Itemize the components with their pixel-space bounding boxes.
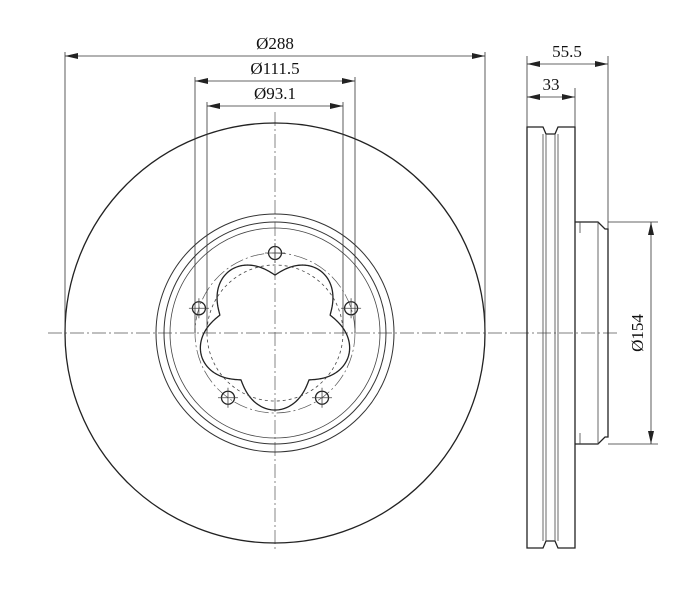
side-view-hat [575,221,609,445]
front-view [48,112,515,552]
total-height-label: 55.5 [552,42,582,61]
dimension-bolt-circle: Ø111.5 [194,59,356,333]
dimension-total-height: 55.5 [526,42,609,229]
dimension-disc-thickness: 33 [527,75,576,127]
center-bore-outline [199,264,351,411]
hat-inner-ring [163,221,387,445]
side-view [515,126,620,549]
hat-step-ring [169,227,381,439]
dimension-outer-diameter: Ø288 [64,34,486,333]
hat-outer-ring [155,213,395,453]
hat-diameter-label: Ø154 [628,314,647,352]
side-view-friction-ring [526,126,576,549]
bolt-holes [188,243,362,408]
outer-diameter-label: Ø288 [256,34,294,53]
disc-thickness-label: 33 [543,75,560,94]
dimension-hat-diameter: Ø154 [608,221,658,445]
bolt-circle-label: Ø111.5 [250,59,299,78]
dimension-center-bore: Ø93.1 [206,84,344,333]
center-bore-label: Ø93.1 [254,84,296,103]
